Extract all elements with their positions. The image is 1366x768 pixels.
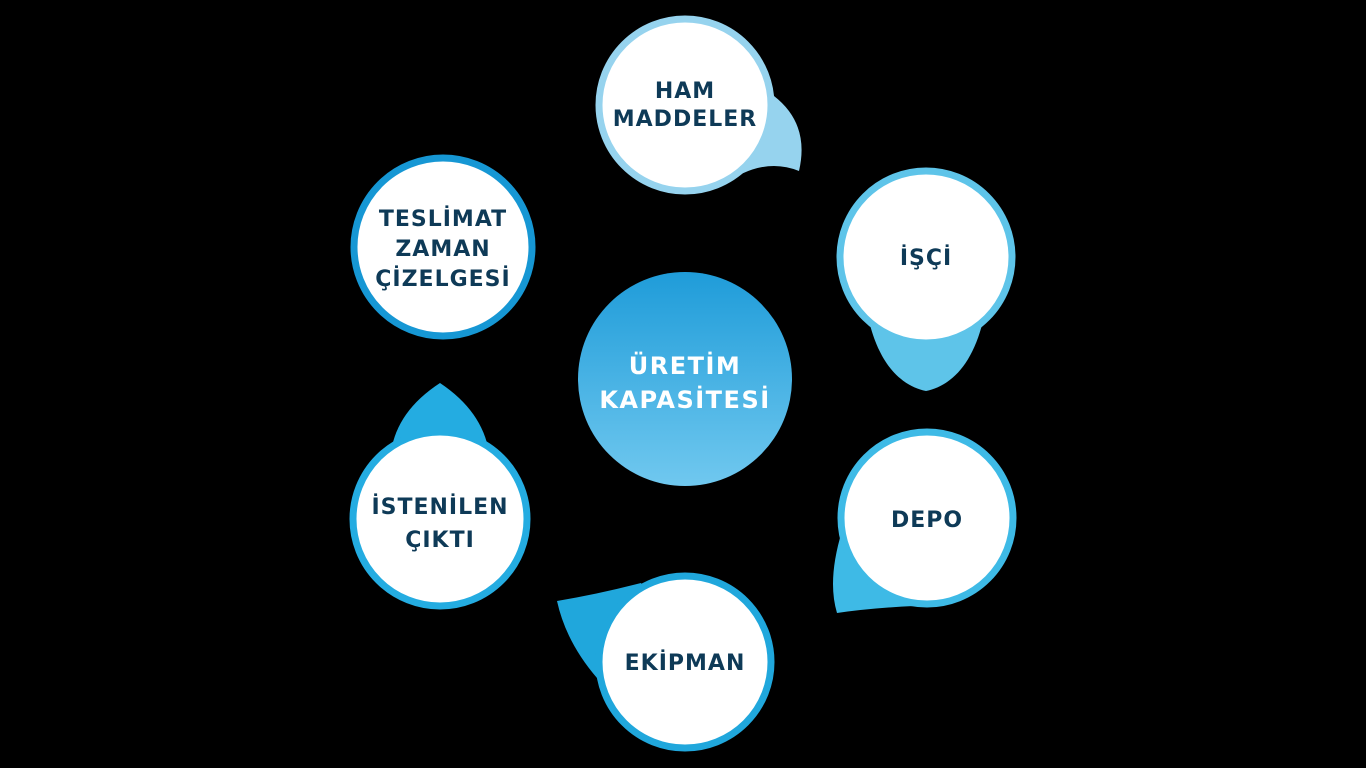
node-label-line: TESLİMAT [379,206,507,232]
node-circle [350,154,536,340]
node-uretim-kapasitesi-center: ÜRETİM KAPASİTESİ [578,272,792,486]
node-ham-maddeler: HAM MADDELER [595,15,802,195]
node-circle [837,428,1017,608]
node-ekipman: EKİPMAN [557,572,775,752]
node-label-line: İŞÇİ [900,245,952,271]
center-label-line: ÜRETİM [629,350,742,380]
node-label-line: İSTENİLEN [371,494,508,520]
center-label-line: KAPASİTESİ [599,385,770,414]
node-label-line: MADDELER [613,107,757,132]
node-circle [349,428,531,610]
node-circle [836,167,1016,347]
node-circle [595,572,775,752]
node-label-line: ZAMAN [395,237,490,262]
node-label-line: DEPO [891,508,963,533]
node-label-line: ÇIKTI [405,528,475,553]
node-circle [595,15,775,195]
node-label-line: EKİPMAN [625,650,746,676]
node-teslimat-zaman: TESLİMAT ZAMAN ÇİZELGESİ [350,154,536,340]
node-label-line: HAM [655,79,715,104]
center-circle [578,272,792,486]
node-isci: İŞÇİ [836,167,1016,391]
node-label-line: ÇİZELGESİ [375,266,510,292]
node-depo: DEPO [833,428,1017,613]
node-istenilen-cikti: İSTENİLEN ÇIKTI [349,383,531,610]
